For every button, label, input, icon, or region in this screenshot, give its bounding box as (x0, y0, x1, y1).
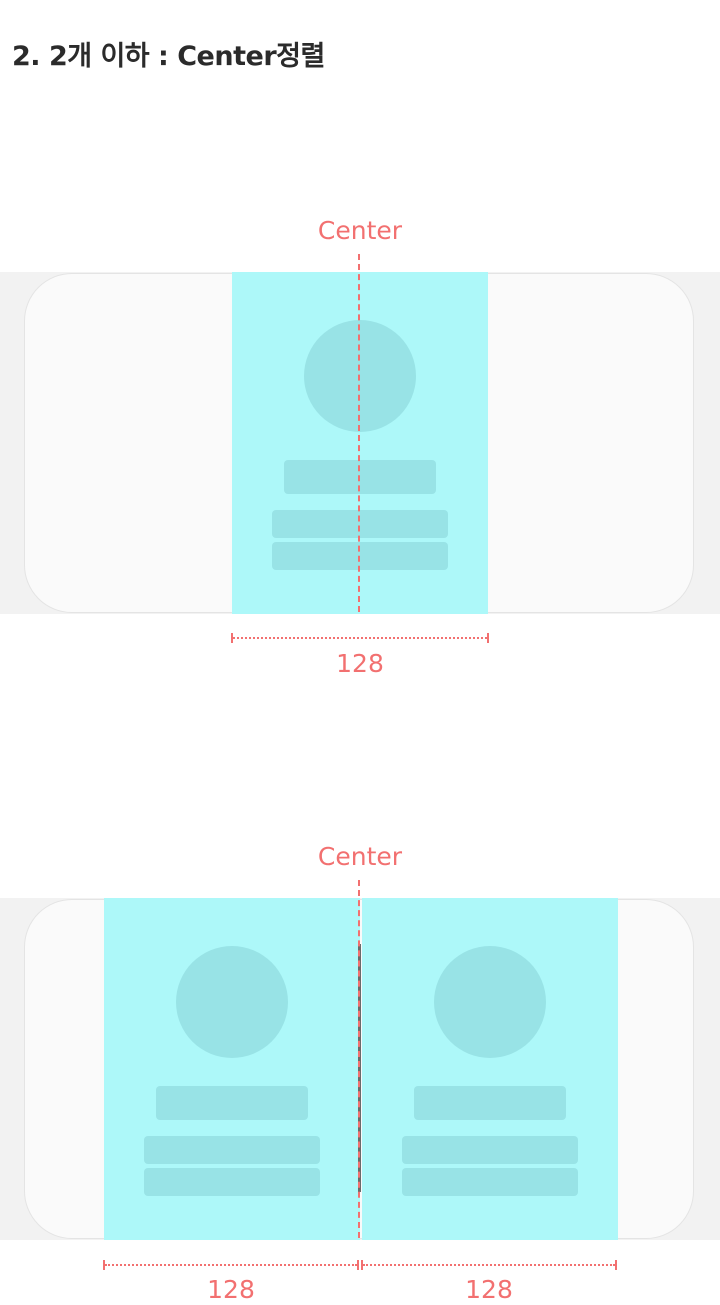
avatar-placeholder (176, 946, 288, 1058)
dimension-tick (487, 633, 489, 643)
center-label: Center (317, 842, 403, 871)
text-line-placeholder (402, 1136, 578, 1164)
text-line-placeholder (402, 1168, 578, 1196)
content-column-right (362, 898, 618, 1240)
column-width-label: 128 (465, 1275, 513, 1304)
center-guide-line (358, 254, 360, 612)
avatar-placeholder (434, 946, 546, 1058)
title-placeholder (156, 1086, 308, 1120)
dimension-tick (103, 1260, 105, 1270)
dimension-line (105, 1264, 357, 1266)
text-line-placeholder (272, 542, 448, 570)
column-width-label: 128 (207, 1275, 255, 1304)
dimension-tick (615, 1260, 617, 1270)
dimension-tick (231, 633, 233, 643)
content-column (232, 272, 488, 614)
text-line-placeholder (144, 1136, 320, 1164)
center-guide-line (358, 880, 360, 1238)
dimension-line (363, 1264, 615, 1266)
dimension-tick (361, 1260, 363, 1270)
center-label: Center (317, 216, 403, 245)
page-title: 2. 2개 이하 : Center정렬 (12, 41, 325, 72)
title-placeholder (414, 1086, 566, 1120)
column-width-label: 128 (336, 649, 384, 678)
text-line-placeholder (272, 510, 448, 538)
dimension-tick (357, 1260, 359, 1270)
dimension-line (233, 637, 487, 639)
content-column-left (104, 898, 360, 1240)
title-placeholder (284, 460, 436, 494)
avatar-placeholder (304, 320, 416, 432)
text-line-placeholder (144, 1168, 320, 1196)
